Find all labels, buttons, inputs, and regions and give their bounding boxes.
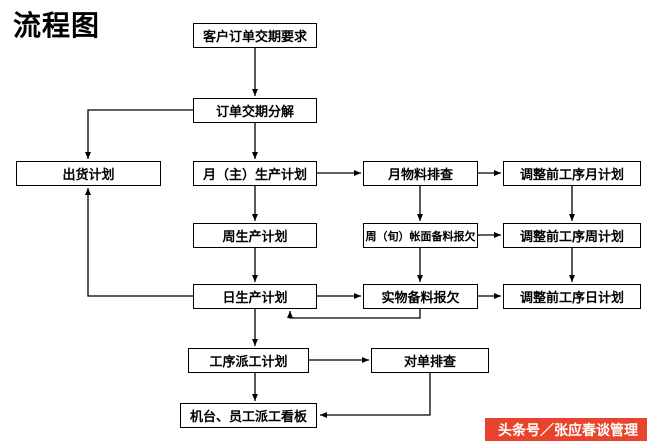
watermark-banner: 头条号／张应春谈管理 — [485, 418, 647, 441]
arrow-daily-plan-to-shipment-plan — [85, 188, 193, 297]
node-pre-adjust-weekly: 调整前工序周计划 — [503, 223, 641, 248]
node-weekly-plan: 周生产计划 — [193, 223, 317, 248]
node-pre-adjust-monthly: 调整前工序月计划 — [503, 161, 641, 186]
arrow-order-breakdown-to-shipment-plan — [85, 109, 193, 159]
node-monthly-plan: 月（主）生产计划 — [193, 161, 317, 186]
node-shipment-plan: 出货计划 — [16, 161, 161, 186]
arrow-physical-material-to-daily-plan — [287, 309, 421, 319]
node-physical-material: 实物备料报欠 — [363, 284, 478, 309]
node-order-breakdown: 订单交期分解 — [193, 98, 317, 123]
node-weekly-book-material: 周（旬）帐面备料报欠 — [363, 223, 478, 248]
node-daily-plan: 日生产计划 — [193, 284, 317, 309]
page-title: 流程图 — [13, 9, 101, 42]
node-dispatch-plan: 工序派工计划 — [188, 348, 309, 373]
arrow-order-check-to-dispatch-board — [320, 373, 431, 418]
node-order-check: 对单排查 — [371, 348, 489, 373]
node-customer-order: 客户订单交期要求 — [193, 23, 317, 48]
node-pre-adjust-daily: 调整前工序日计划 — [503, 284, 641, 309]
node-dispatch-board: 机台、员工派工看板 — [180, 403, 317, 428]
node-monthly-material-check: 月物料排查 — [363, 161, 478, 186]
